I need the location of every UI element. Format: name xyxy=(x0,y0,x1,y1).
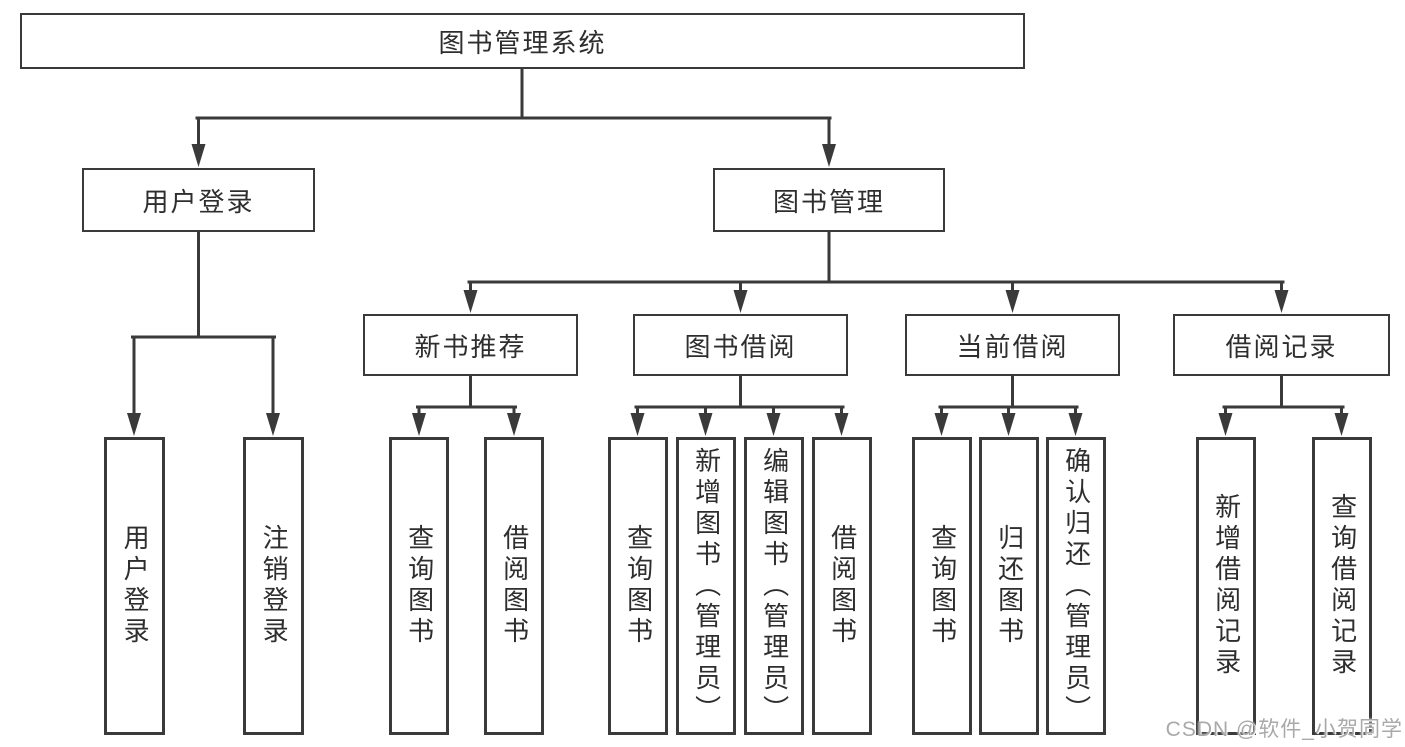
leaf-label: 查询借阅记录 xyxy=(1327,493,1358,679)
leaf-label: 新增借阅记录 xyxy=(1211,493,1242,679)
leaf-label: 确认归还（管理员） xyxy=(1061,446,1092,726)
leaf-query-books-borrowing: 查询图书 xyxy=(608,437,668,735)
leaf-label: 新增图书（管理员） xyxy=(691,446,722,726)
leaf-label: 查询图书 xyxy=(404,524,435,648)
leaf-logout: 注销登录 xyxy=(243,437,304,735)
leaf-label: 查询图书 xyxy=(623,524,654,648)
node-borrowing-records: 借阅记录 xyxy=(1173,314,1390,376)
leaf-label: 编辑图书（管理员） xyxy=(759,446,790,726)
node-current-borrowing: 当前借阅 xyxy=(905,314,1120,376)
leaf-query-books-recommend: 查询图书 xyxy=(389,437,449,735)
leaf-label: 查询图书 xyxy=(927,524,958,648)
leaf-return-books: 归还图书 xyxy=(979,437,1039,735)
csdn-watermark: CSDN @软件_小贺同学 xyxy=(1165,718,1403,741)
leaf-borrow-books-recommend: 借阅图书 xyxy=(484,437,544,735)
leaf-add-borrow-record: 新增借阅记录 xyxy=(1196,437,1256,735)
leaf-user-login: 用户登录 xyxy=(104,437,165,735)
node-new-book-recommend: 新书推荐 xyxy=(363,314,578,376)
leaf-label: 注销登录 xyxy=(259,524,290,648)
leaf-edit-book-admin: 编辑图书（管理员） xyxy=(744,437,804,735)
leaf-label: 归还图书 xyxy=(994,524,1025,648)
leaf-query-books-current: 查询图书 xyxy=(912,437,972,735)
leaf-confirm-return-admin: 确认归还（管理员） xyxy=(1046,437,1106,735)
node-root-system: 图书管理系统 xyxy=(20,13,1025,69)
leaf-label: 借阅图书 xyxy=(499,524,530,648)
node-book-management: 图书管理 xyxy=(713,168,945,232)
leaf-label: 借阅图书 xyxy=(827,524,858,648)
node-book-borrowing: 图书借阅 xyxy=(633,314,848,376)
node-user-login-branch: 用户登录 xyxy=(82,168,315,232)
leaf-add-book-admin: 新增图书（管理员） xyxy=(676,437,736,735)
leaf-borrow-books-borrowing: 借阅图书 xyxy=(812,437,872,735)
leaf-label: 用户登录 xyxy=(120,524,151,648)
leaf-query-borrow-record: 查询借阅记录 xyxy=(1312,437,1372,735)
